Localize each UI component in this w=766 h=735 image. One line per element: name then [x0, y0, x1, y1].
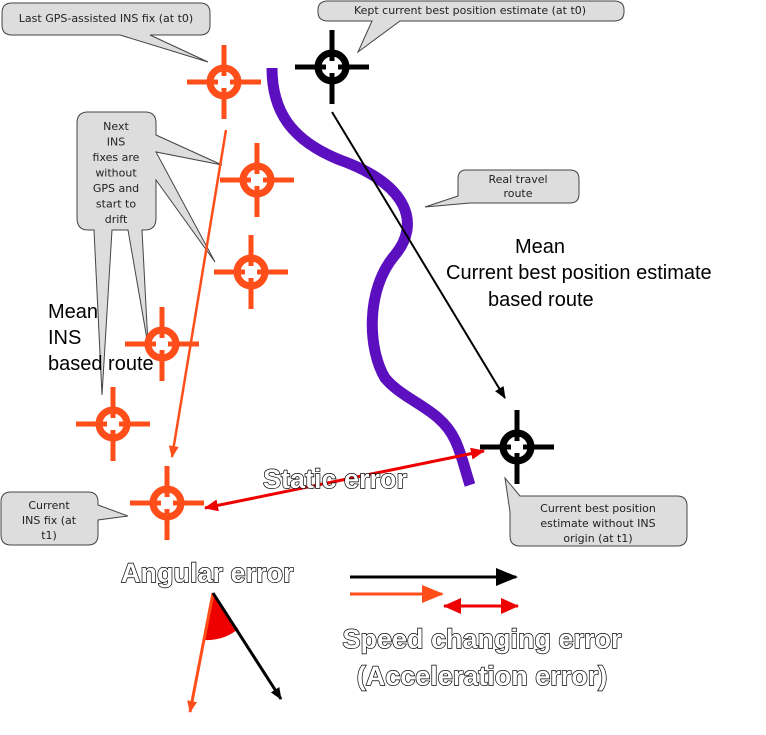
mean-ins-route-label-line: INS	[48, 327, 81, 349]
callout-current-ins-text-line: INS fix (at	[22, 514, 77, 527]
speed-error-label-line: (Acceleration error)	[357, 661, 608, 691]
angular-error-label: Angular error	[121, 558, 294, 588]
crosshair-icon	[295, 30, 369, 104]
angular-error-black-arrow	[211, 592, 283, 700]
mean-ins-route-arrow	[168, 129, 228, 458]
static-error-arrow	[204, 447, 485, 512]
callout-next-ins-text-line: start to	[96, 198, 136, 211]
callout-current-best-text-line: Current best position	[540, 502, 656, 515]
speed-error-label: Speed changing error (Acceleration error)	[342, 624, 622, 691]
callout-last-gps-fix-text-line: Last GPS-assisted INS fix (at t0)	[19, 12, 193, 25]
callout-current-best-text-line: estimate without INS	[540, 517, 655, 530]
callout-next-ins-text-line: INS	[107, 136, 125, 149]
crosshair-icon	[130, 466, 204, 540]
callout-next-ins-text-line: fixes are	[93, 151, 140, 164]
angular-error-orange-arrow	[187, 592, 215, 713]
callout-current-best-text-line: origin (at t1)	[563, 532, 632, 545]
callout-last-gps-fix	[1, 2, 211, 63]
mean-best-route-label-line: based route	[488, 289, 594, 311]
callout-next-ins-text-line: drift	[105, 213, 128, 226]
callout-real-route	[424, 169, 580, 208]
callout-current-best	[504, 476, 688, 547]
angular-error-figure	[187, 592, 283, 713]
static-error-label: Static error	[263, 464, 408, 494]
callout-current-best-text: Current best position estimate without IN…	[540, 502, 656, 545]
best-estimate-route-arrow	[331, 111, 506, 399]
callout-current-ins-text-line: Current	[28, 499, 70, 512]
callout-next-ins-text-line: without	[95, 167, 137, 180]
callout-kept-best-text: Kept current best position estimate (at …	[354, 4, 586, 17]
callout-next-ins-text-line: GPS and	[93, 182, 139, 195]
callout-next-ins-text-line: Next	[103, 120, 129, 133]
callout-real-route-text-line: route	[503, 187, 532, 200]
mean-ins-route-label-line: based route	[48, 353, 154, 375]
crosshair-icon	[125, 307, 199, 381]
mean-best-route-label-line: Current best position estimate	[446, 262, 712, 284]
crosshair-icon	[76, 387, 150, 461]
real-travel-route	[266, 67, 476, 487]
callout-current-ins-text-line: t1)	[41, 529, 57, 542]
speed-error-legend	[350, 568, 519, 614]
callout-kept-best	[317, 0, 625, 54]
callout-kept-best-text-line: Kept current best position estimate (at …	[354, 4, 586, 17]
callout-next-ins	[76, 111, 223, 396]
mean-best-route-label-line: Mean	[515, 236, 565, 258]
callout-last-gps-fix-text: Last GPS-assisted INS fix (at t0)	[19, 12, 193, 25]
crosshair-icon	[187, 45, 261, 119]
crosshair-icon	[214, 235, 288, 309]
angular-error-wedge	[205, 593, 238, 641]
callout-current-ins	[0, 491, 129, 546]
crosshair-icon	[480, 410, 554, 484]
mean-ins-route-label-line: Mean	[48, 301, 98, 323]
crosshair-icon	[220, 143, 294, 217]
callout-real-route-text-line: Real travel	[488, 173, 547, 186]
speed-error-label-line: Speed changing error	[342, 624, 622, 654]
